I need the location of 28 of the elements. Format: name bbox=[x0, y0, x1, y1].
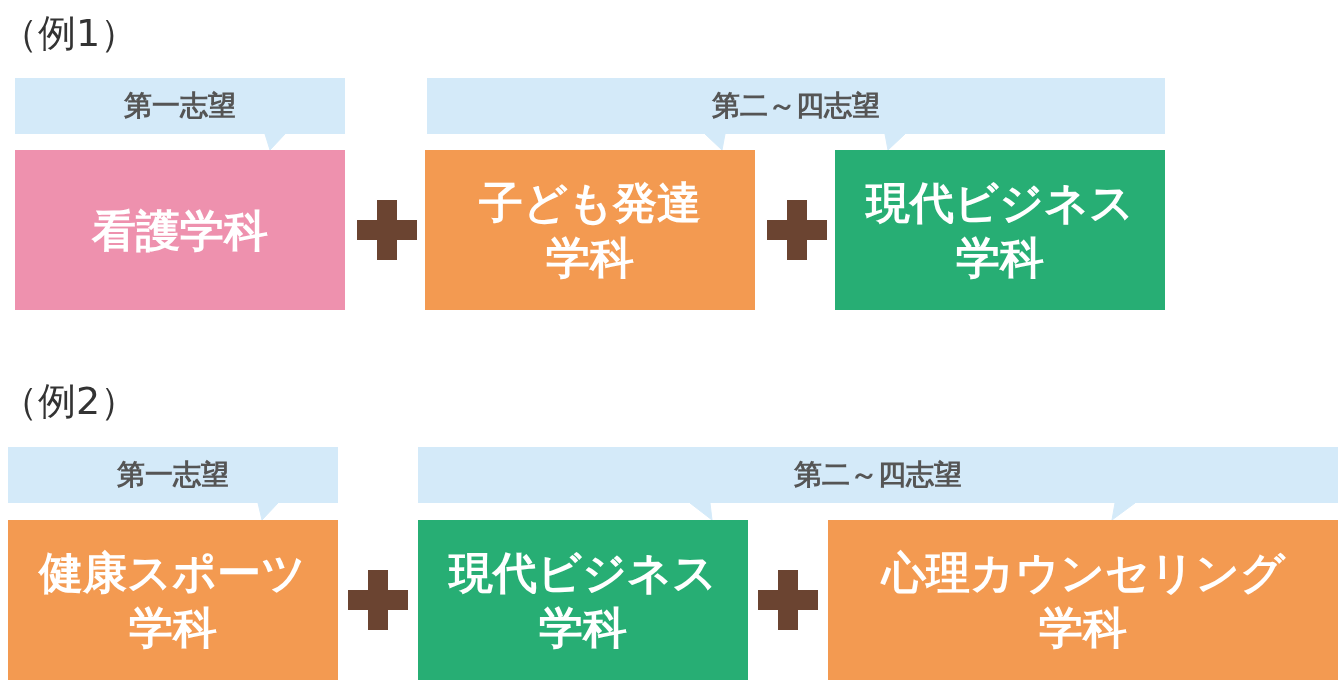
department-name: 子ども発達学科 bbox=[478, 176, 702, 285]
department-box bbox=[425, 150, 755, 310]
department-box bbox=[828, 520, 1338, 680]
choice-rank-label: 第一志望 bbox=[117, 457, 229, 493]
department-name: 現代ビジネス学科 bbox=[865, 176, 1135, 285]
speech-bubble bbox=[8, 447, 338, 503]
speech-bubble bbox=[15, 78, 345, 134]
speech-bubble-tail bbox=[704, 133, 726, 151]
department-box bbox=[835, 150, 1165, 310]
department-name: 現代ビジネス学科 bbox=[448, 546, 718, 655]
speech-bubble bbox=[427, 78, 1165, 134]
speech-bubble-tail bbox=[884, 133, 906, 151]
speech-bubble-tail bbox=[257, 502, 279, 521]
example-heading: （例1） bbox=[0, 10, 139, 57]
department-name: 看護学科 bbox=[92, 203, 268, 258]
department-name: 心理カウンセリング学科 bbox=[879, 546, 1287, 655]
example-heading: （例2） bbox=[0, 378, 139, 425]
department-box bbox=[15, 150, 345, 310]
speech-bubble-tail bbox=[689, 502, 713, 521]
choice-rank-label: 第二～四志望 bbox=[794, 457, 962, 493]
department-name: 健康スポーツ学科 bbox=[38, 546, 308, 655]
department-box bbox=[8, 520, 338, 680]
choice-rank-label: 第一志望 bbox=[124, 88, 236, 124]
speech-bubble-tail bbox=[1111, 502, 1136, 521]
speech-bubble-tail bbox=[264, 133, 286, 151]
speech-bubble bbox=[418, 447, 1338, 503]
department-box bbox=[418, 520, 748, 680]
choice-rank-label: 第二～四志望 bbox=[712, 88, 880, 124]
